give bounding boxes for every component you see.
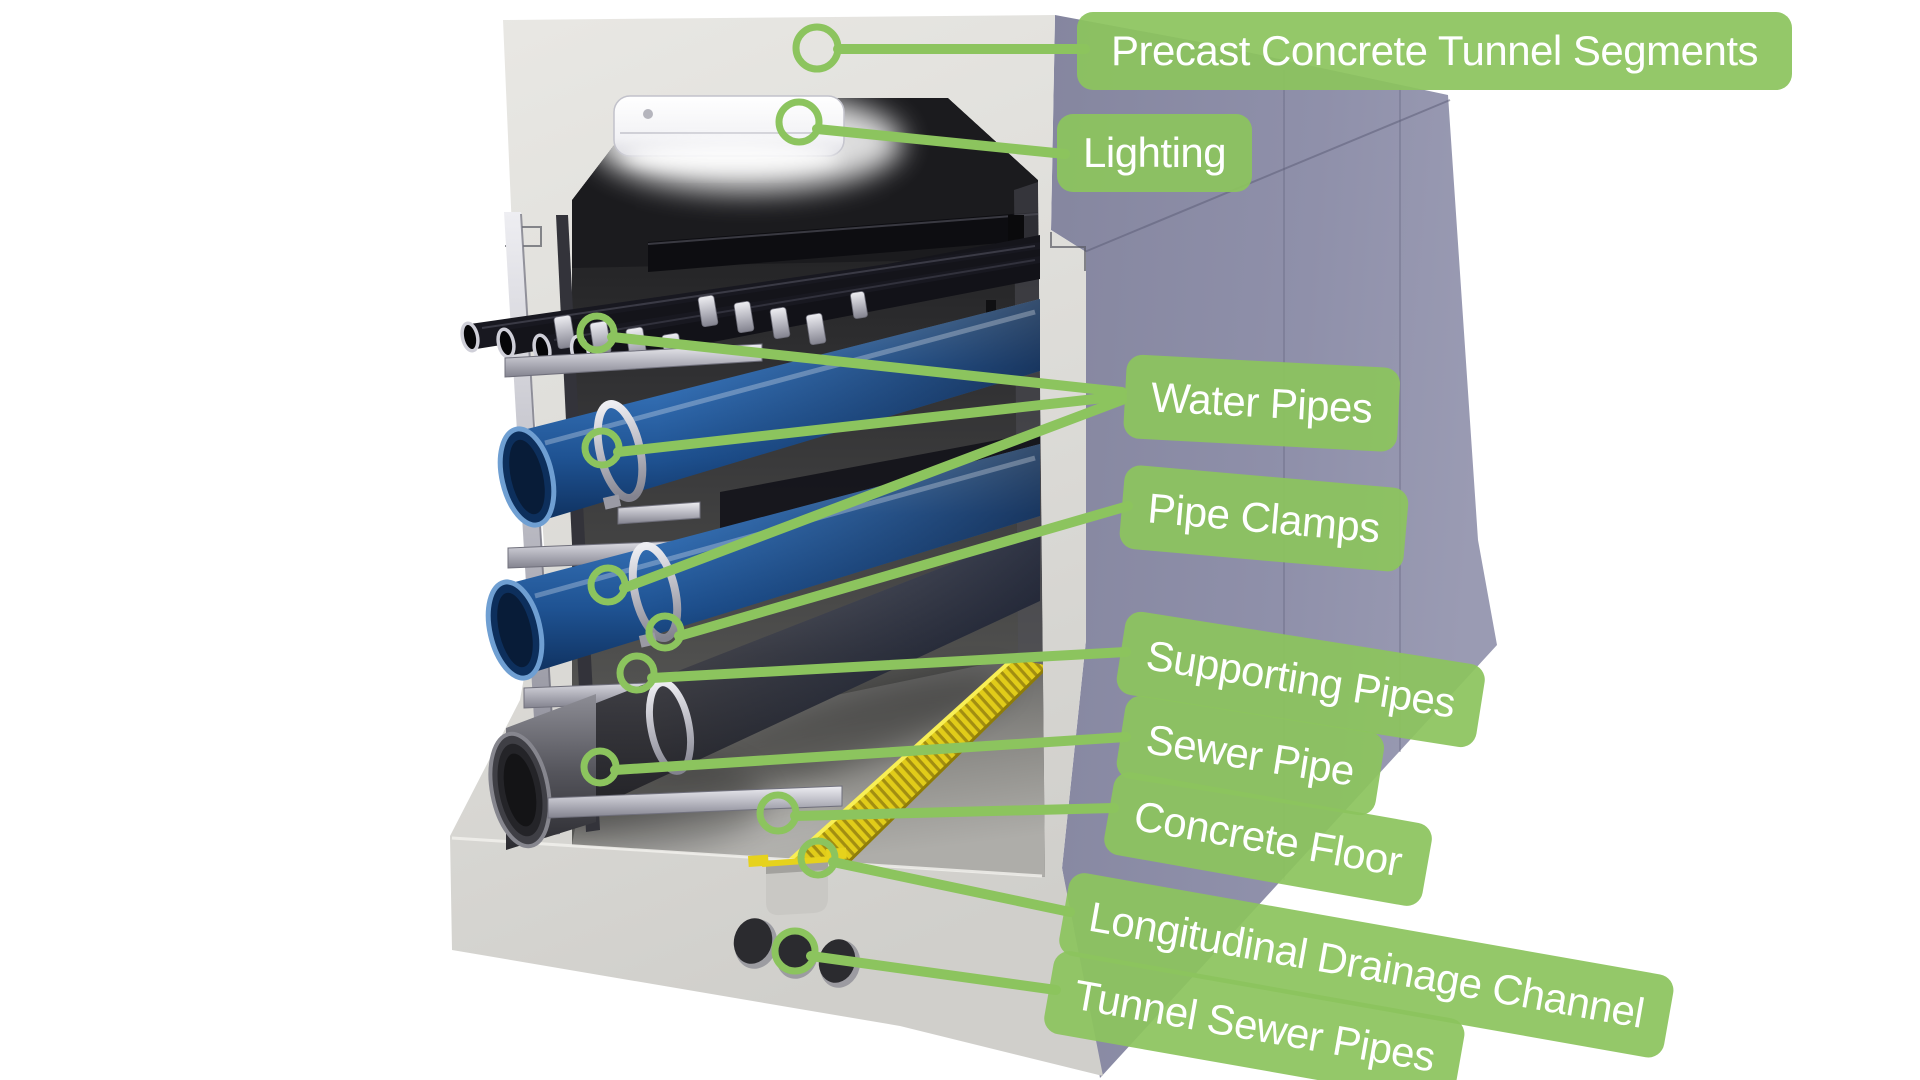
leader-supporting [647,647,1131,683]
label-lighting: Lighting [1057,114,1253,192]
ceiling-conduit-run [648,212,1038,272]
sewer-pipe-clamp [645,679,695,775]
floor-ledge-edge [451,836,1043,878]
leader-floor [790,803,1119,821]
circle-lighting [775,98,823,146]
leader-drainage [828,857,1075,917]
leader-water-1 [607,332,1127,397]
circle-clamp [645,612,685,652]
circle-water-small [576,312,618,354]
support-rail-upper [617,501,701,525]
drainage-channel [768,656,1045,877]
segment-joint-seam [1081,99,1451,254]
circle-water-upper [581,427,623,469]
circle-tunnel-sewer [771,927,819,975]
circle-supporting [616,652,658,694]
circle-drainage [797,837,839,879]
circle-precast [792,23,842,73]
label-precast-concrete-tunnel-segments: Precast Concrete Tunnel Segments [1077,12,1793,90]
label-water-pipes: Water Pipes [1122,354,1401,453]
leader-sewer [610,732,1131,775]
leader-water-3 [619,395,1127,593]
leader-clamps [674,501,1133,641]
circle-sewer [580,747,620,787]
leader-tunnel-sewer [806,951,1061,995]
fixture-knob [643,109,653,119]
right-joint-notch [1050,232,1086,271]
leader-water-2 [613,391,1127,457]
circle-water-lower [587,564,629,606]
circle-floor [756,791,800,835]
leader-lines [607,44,1133,995]
callout-circles [576,23,842,975]
leader-lighting [812,124,1070,159]
